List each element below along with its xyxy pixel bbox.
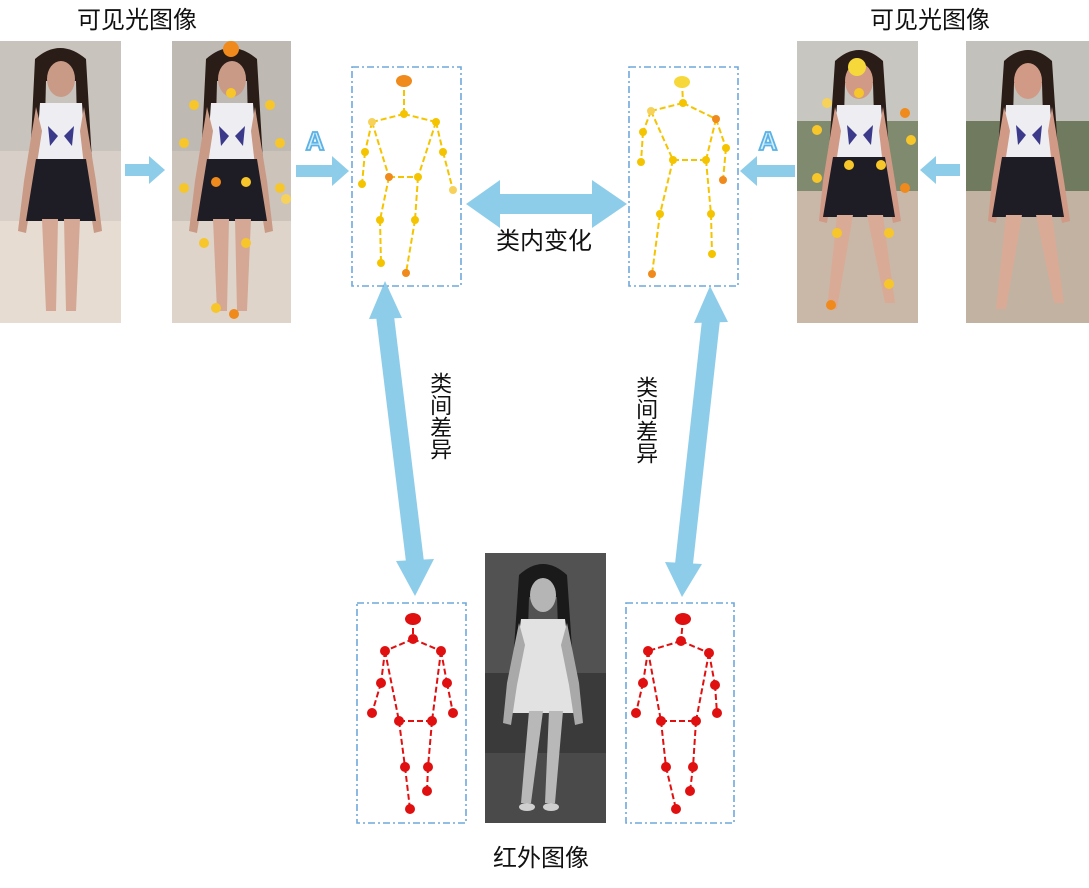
intra-class-variation-label: 类内变化 bbox=[496, 227, 592, 255]
infrared-photo bbox=[485, 553, 606, 823]
visible-image-label-left: 可见光图像 bbox=[77, 6, 197, 34]
skeleton-visible-right bbox=[637, 76, 730, 278]
intra-class-double-arrow bbox=[466, 180, 627, 228]
inter-class-difference-label-left: 类间差异 bbox=[426, 372, 452, 460]
skeleton-box-infrared-right bbox=[625, 602, 735, 824]
keypoint-markers bbox=[179, 41, 291, 319]
augmentation-letter-left: A bbox=[306, 126, 325, 156]
visible-image-label-right: 可见光图像 bbox=[870, 6, 990, 34]
visible-photo-right-original bbox=[966, 41, 1089, 323]
skeleton-box-visible-right bbox=[628, 66, 739, 287]
arrow-left-photo-to-keypoints bbox=[125, 156, 165, 184]
arrow-right-keypoints-to-skeleton bbox=[740, 156, 795, 186]
skeleton-infrared-right bbox=[631, 613, 722, 814]
arrow-right-photo-to-keypoints bbox=[920, 156, 960, 184]
keypoint-markers bbox=[812, 58, 916, 310]
visible-photo-left-keypoints bbox=[172, 41, 291, 323]
inter-class-arrow-left bbox=[369, 281, 434, 596]
visible-photo-left-original bbox=[0, 41, 121, 323]
visible-photo-right-keypoints bbox=[797, 41, 918, 323]
arrow-left-keypoints-to-skeleton bbox=[296, 156, 349, 186]
inter-class-difference-label-right: 类间差异 bbox=[632, 376, 658, 464]
skeleton-infrared-left bbox=[367, 613, 458, 814]
skeleton-box-visible-left bbox=[351, 66, 462, 287]
augmentation-letter-right: A bbox=[759, 126, 778, 156]
skeleton-visible-left bbox=[358, 75, 457, 277]
infrared-image-label: 红外图像 bbox=[493, 844, 589, 872]
inter-class-arrow-right bbox=[665, 286, 728, 597]
